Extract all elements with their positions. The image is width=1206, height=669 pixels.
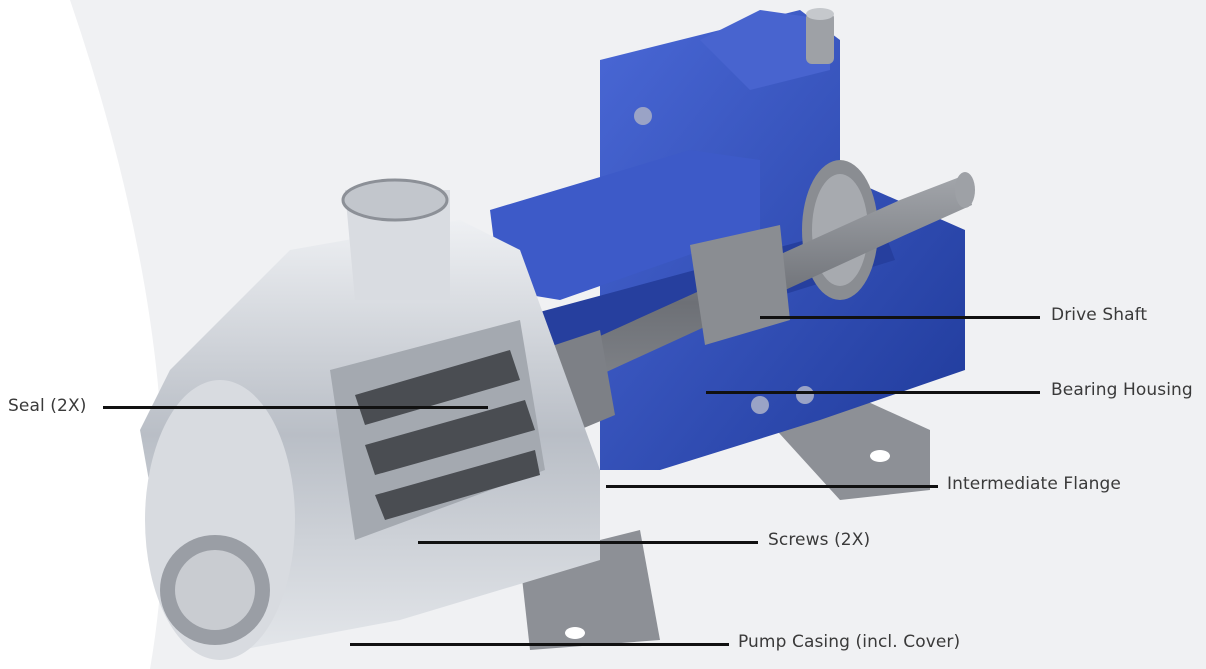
seal-leader	[103, 406, 488, 409]
bearing-housing-shape	[490, 8, 965, 470]
drive-shaft-label: Drive Shaft	[1051, 305, 1148, 325]
seal-label: Seal (2X)	[8, 396, 87, 416]
pump-casing-label: Pump Casing (incl. Cover)	[738, 632, 961, 652]
drive-shaft-shape	[470, 172, 975, 440]
bearing-housing-label: Bearing Housing	[1051, 380, 1193, 400]
bearing-housing-leader	[706, 391, 1040, 394]
screws-leader	[418, 541, 758, 544]
intermediate-flange-label: Intermediate Flange	[947, 474, 1121, 494]
pump-casing-leader	[350, 643, 729, 646]
drive-shaft-leader	[760, 316, 1040, 319]
intermediate-flange-leader	[606, 485, 938, 488]
screws-label: Screws (2X)	[768, 530, 871, 550]
